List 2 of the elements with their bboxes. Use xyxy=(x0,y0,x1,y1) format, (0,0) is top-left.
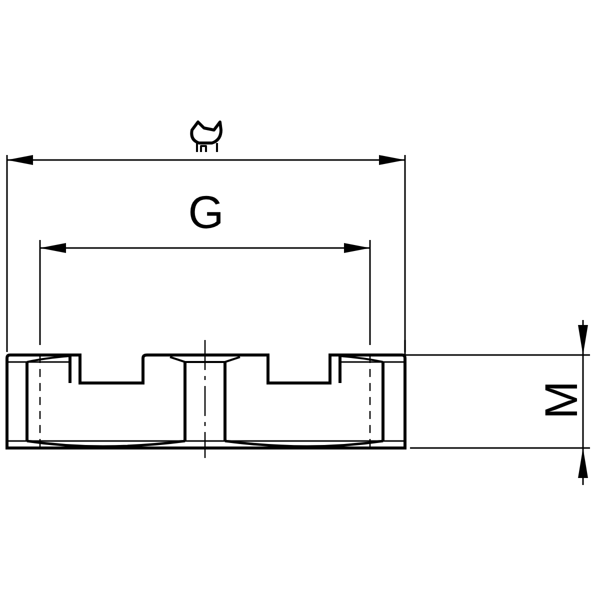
dimension-label: M xyxy=(538,380,584,420)
dimension-label: G xyxy=(188,189,224,235)
